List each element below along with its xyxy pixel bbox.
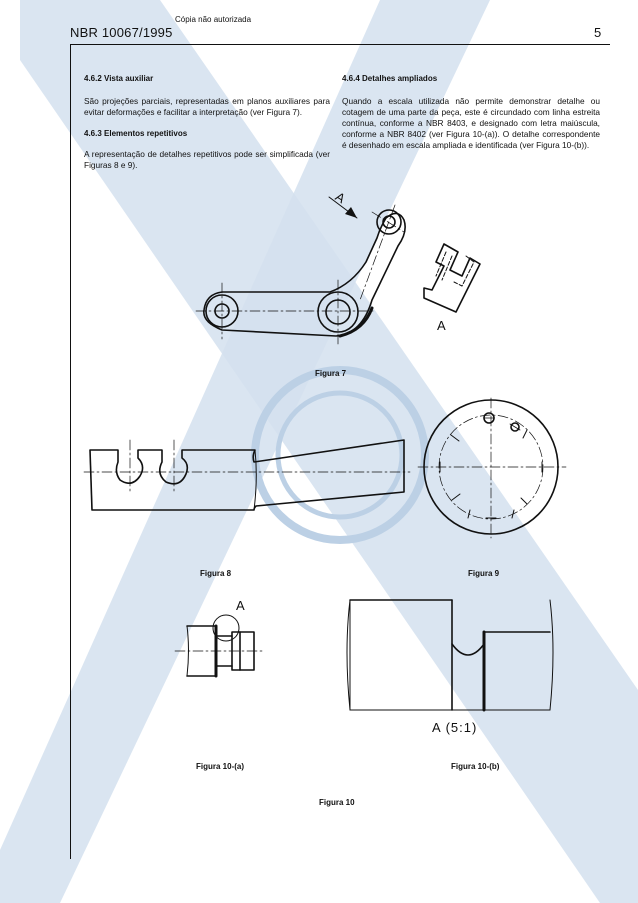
right-column: 4.6.4 Detalhes ampliados Quando a escala… bbox=[342, 73, 600, 151]
standard-code: NBR 10067/1995 bbox=[70, 25, 173, 40]
section-title-464: 4.6.4 Detalhes ampliados bbox=[342, 74, 438, 83]
figure-10a-shaft bbox=[174, 614, 266, 678]
figure-8-bar bbox=[83, 439, 411, 511]
figure-10b-detail bbox=[346, 599, 554, 712]
figure-10b-caption: Figura 10-(b) bbox=[451, 762, 500, 771]
section-title-462: 4.6.2 Vista auxiliar bbox=[84, 74, 154, 83]
section-title-463: 4.6.3 Elementos repetitivos bbox=[84, 129, 188, 138]
section-text-464: Quando a escala utilizada não permite de… bbox=[342, 96, 600, 150]
figure-8-caption: Figura 8 bbox=[200, 569, 232, 578]
figure-10a-caption: Figura 10-(a) bbox=[196, 762, 245, 771]
copy-notice: Cópia não autorizada bbox=[175, 15, 252, 24]
left-column: 4.6.2 Vista auxiliar São projeções parci… bbox=[84, 73, 330, 171]
figure-7-bracket bbox=[195, 196, 406, 345]
figure-10b-scale-label: A (5:1) bbox=[432, 720, 478, 735]
figure-9-flange bbox=[417, 397, 567, 539]
section-text-462: São projeções parciais, representadas em… bbox=[84, 96, 330, 117]
figure-7-aux-label: A bbox=[437, 318, 446, 333]
figure-9-caption: Figura 9 bbox=[468, 569, 500, 578]
figure-10-caption: Figura 10 bbox=[319, 798, 355, 807]
figure-7-caption: Figura 7 bbox=[315, 369, 347, 378]
figure-7-auxiliary-view bbox=[423, 243, 481, 313]
header-rule bbox=[70, 44, 610, 45]
section-text-463: A representação de detalhes repetitivos … bbox=[84, 149, 330, 170]
figure-10a-detail-label: A bbox=[236, 598, 245, 613]
margin-rule bbox=[70, 44, 71, 859]
page-number: 5 bbox=[594, 25, 602, 40]
